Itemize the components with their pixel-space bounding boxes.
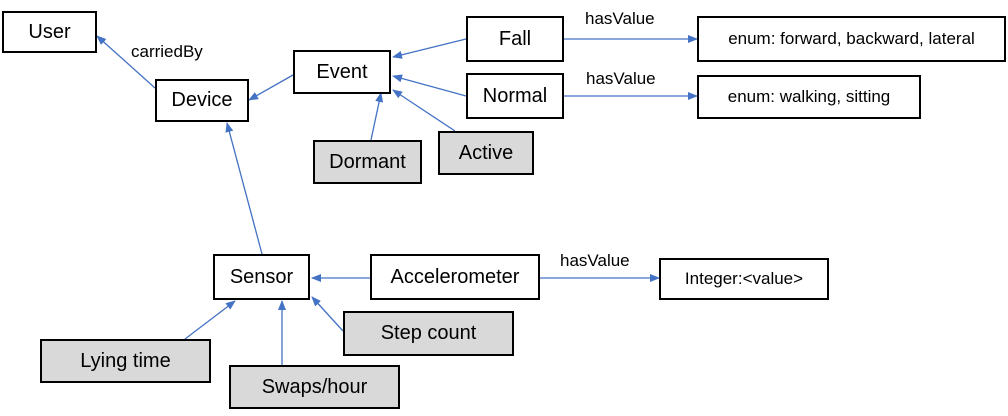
label-carried-by: carriedBy <box>131 42 203 61</box>
node-active: Active <box>438 131 534 175</box>
node-fall-enum: enum: forward, backward, lateral <box>697 16 1006 62</box>
edge-normal-event <box>392 74 467 97</box>
label-has-value-fall: hasValue <box>585 9 655 28</box>
edge-dormant-event <box>370 92 384 141</box>
node-event: Event <box>293 50 391 94</box>
node-user: User <box>2 11 97 53</box>
edge-event-device <box>248 74 294 101</box>
node-accelerometer: Accelerometer <box>370 254 540 300</box>
node-sensor: Sensor <box>213 254 310 300</box>
node-swaps-hour: Swaps/hour <box>229 365 400 409</box>
node-normal: Normal <box>466 73 564 119</box>
node-lying-time: Lying time <box>40 339 211 383</box>
edge-sensor-device <box>225 122 263 255</box>
node-device: Device <box>155 79 249 122</box>
edge-stepcount-sensor <box>311 296 344 332</box>
edge-fall-event <box>392 38 467 59</box>
node-fall: Fall <box>466 16 564 62</box>
node-integer: Integer:<value> <box>659 258 829 300</box>
node-normal-enum: enum: walking, sitting <box>697 75 921 119</box>
edge-active-event <box>392 89 456 132</box>
node-dormant: Dormant <box>313 140 422 184</box>
edge-lyingtime-sensor <box>184 300 236 340</box>
label-has-value-accel: hasValue <box>560 251 630 270</box>
edge-device-user <box>96 35 156 89</box>
node-step-count: Step count <box>343 311 514 356</box>
label-has-value-normal: hasValue <box>586 69 656 88</box>
